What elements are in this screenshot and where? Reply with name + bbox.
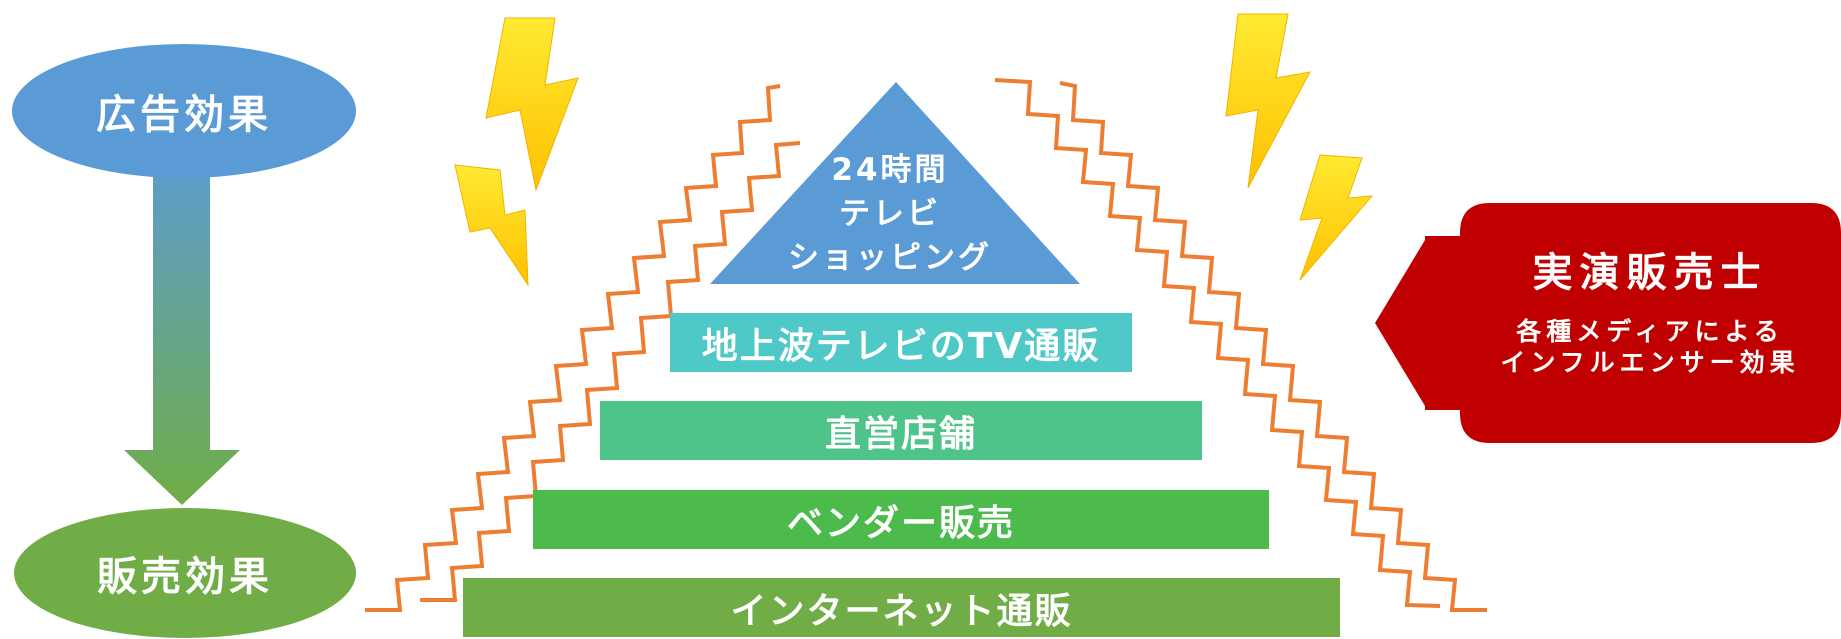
lightning-bolt-icon: [485, 17, 579, 192]
lightning-bolt-icon: [454, 164, 529, 287]
lightning-bolt-icon: [1225, 13, 1311, 189]
sales-effect-ellipse: 販売効果: [14, 508, 356, 638]
pyramid-tier: ベンダー販売: [533, 490, 1269, 549]
apex-line: 24時間: [831, 152, 949, 188]
tier-label: 直営店舗: [824, 413, 977, 455]
zigzag-line-left-outer: [365, 84, 781, 612]
apex-line: ショッピング: [788, 240, 992, 276]
tier-label: ベンダー販売: [786, 502, 1015, 544]
pyramid-apex-label: 24時間 テレビ ショッピング: [770, 148, 1010, 280]
callout-shape: [1375, 203, 1841, 443]
apex-line: テレビ: [839, 196, 941, 232]
down-arrow-icon: [124, 140, 240, 505]
tier-label: 地上波テレビのTV通販: [701, 325, 1101, 367]
pyramid-tier: 地上波テレビのTV通販: [670, 313, 1132, 372]
tier-label: インターネット通販: [730, 590, 1073, 632]
callout-title: 実演販売士: [1532, 250, 1768, 296]
ad-effect-label: 広告効果: [96, 92, 272, 138]
zigzag-line-right-outer: [1059, 81, 1487, 612]
pyramid-tier: 直営店舗: [600, 401, 1202, 460]
callout-subtitle-line: 各種メディアによる: [1516, 317, 1784, 346]
zigzag-line-left-inner: [420, 141, 801, 602]
pyramid-tier: インターネット通販: [463, 578, 1340, 637]
ad-effect-ellipse: 広告効果: [12, 44, 356, 178]
callout-text: 実演販売士 各種メディアによる インフルエンサー効果: [1462, 240, 1838, 378]
lightning-bolt-icon: [1299, 154, 1374, 281]
sales-effect-label: 販売効果: [97, 554, 273, 600]
zigzag-line-right-inner: [994, 78, 1441, 608]
pyramid-apex-triangle: [710, 82, 1080, 284]
callout-subtitle-line: インフルエンサー効果: [1500, 348, 1800, 377]
